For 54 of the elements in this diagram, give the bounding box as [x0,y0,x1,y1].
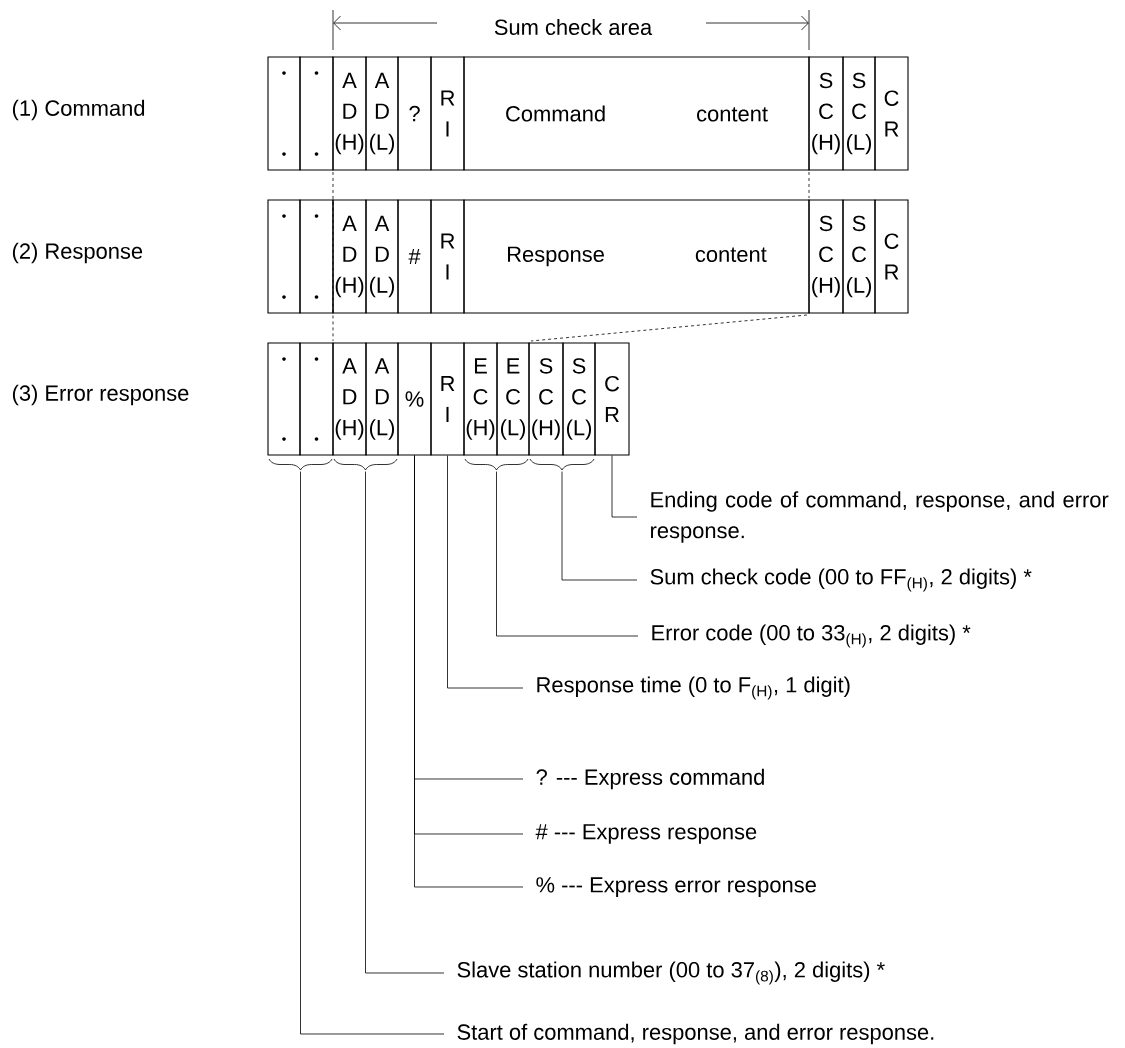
brace [268,458,333,471]
description-text: Error code (00 to 33$_{(H)}$, 2 digits) * [652,624,971,648]
description-text: Ending code of command, response, and error response. [651,491,1109,543]
field-cell [267,199,301,314]
brace [529,458,595,471]
description-text: Start of command, response, and error response. [457,1023,934,1045]
brace [333,458,398,471]
field-cell: E C (L) [496,342,530,456]
field-cell: C R [874,56,909,171]
description-text: ? --- Express command [536,768,764,790]
field-cell: Command content [463,56,810,171]
field-cell: R I [430,56,465,171]
field-cell: # [397,199,432,314]
field-cell: E C (H) [463,342,498,456]
field-cell: S C (L) [842,56,876,171]
field-cell: C R [594,342,630,456]
field-cell: % [397,342,432,456]
description-text: # --- Express response [535,824,757,844]
brace [464,458,529,471]
description-text: Sum check code (00 to FF$_{(H)}$, 2 digits) * [650,568,1032,592]
description-text: % --- Express error response [536,877,816,897]
field-cell: S C (L) [562,342,596,456]
leader-line [561,471,638,581]
row-label: (1) Command [12,99,145,121]
field-cell: S C (H) [808,199,844,314]
field-cell [299,199,334,314]
field-cell: A D (L) [365,342,399,456]
field-cell: A D (H) [332,56,367,171]
leader-line [447,455,524,689]
row-label: (2) Response [12,242,143,264]
field-cell: A D (H) [332,199,367,314]
field-cell [299,56,334,171]
field-cell: A D (H) [332,342,367,456]
dimension-label: Sum check area [494,18,653,36]
field-cell: A D (L) [365,56,399,171]
leader-line [300,471,445,1035]
field-cell: S C (H) [808,56,844,171]
field-cell [267,56,301,171]
field-cell: S C (L) [842,199,876,314]
field-cell: ? [397,56,432,171]
description-text: Slave station number (00 to 37$_{(8)}$), 2 digits) * [457,961,885,985]
field-cell: R I [430,199,465,314]
field-cell: Response content [463,199,810,314]
leader-line [496,471,639,637]
row-label: (3) Error response [12,384,189,406]
description-text: Response time (0 to F$_{(H)}$, 1 digit) [537,676,850,700]
field-cell: C R [874,199,909,314]
leader-line [365,471,445,974]
field-cell: R I [430,342,465,456]
field-cell: S C (H) [528,342,564,456]
field-cell [267,342,301,456]
field-cell [299,342,334,456]
leader-line [611,455,638,518]
field-cell: A D (L) [365,199,399,314]
